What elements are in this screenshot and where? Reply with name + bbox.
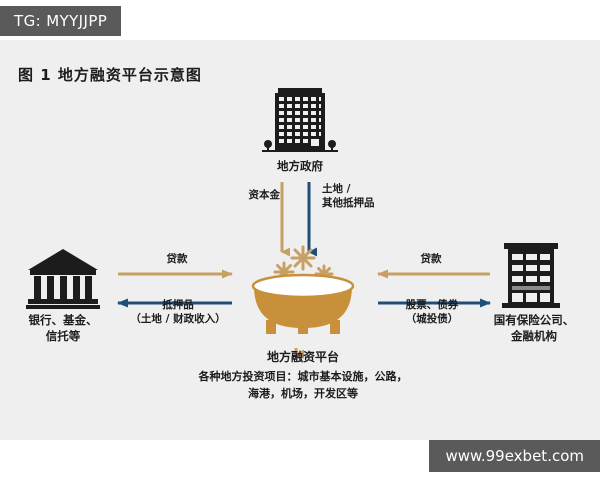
- bank-node: [26, 248, 100, 310]
- arrows-layer: [117, 182, 491, 359]
- platform-node: [244, 236, 362, 346]
- office-building-icon: [502, 243, 560, 308]
- tg-handle-badge: TG: MYYJJPP: [0, 6, 122, 36]
- flow-label-loan-right: 贷款: [420, 253, 442, 265]
- cooking-pot-icon: [251, 245, 355, 334]
- flow-label-loan-left: 贷款: [166, 253, 188, 265]
- government-node: [262, 88, 338, 156]
- platform-title: 地方融资平台: [266, 350, 339, 364]
- bank-columns-icon: [26, 249, 100, 309]
- bank-label: 银行、基金、 信托等: [28, 313, 98, 343]
- insurer-label: 国有保险公司、 金融机构: [493, 313, 575, 343]
- insurer-node: [498, 243, 564, 311]
- government-building-icon: [262, 88, 338, 152]
- flow-label-collateral-left: 抵押品 （土地 / 财政收入）: [130, 299, 226, 325]
- government-label: 地方政府: [277, 159, 323, 173]
- diagram-canvas: 地方政府 银行、基金、 信托等: [0, 40, 600, 440]
- platform-description: 各种地方投资项目：城市基本设施，公路， 海港，机场，开发区等: [198, 370, 408, 400]
- flow-label-capital: 资本金: [248, 189, 281, 201]
- figure-title: 图 1 地方融资平台示意图: [18, 66, 202, 84]
- flow-label-bonds-right: 股票、债券 （城投债）: [405, 299, 459, 325]
- flow-label-land-collateral: 土地 / 其他抵押品: [322, 183, 375, 209]
- site-watermark: www.99exbet.com: [429, 440, 600, 472]
- figure-card: 图 1 地方融资平台示意图: [0, 40, 600, 440]
